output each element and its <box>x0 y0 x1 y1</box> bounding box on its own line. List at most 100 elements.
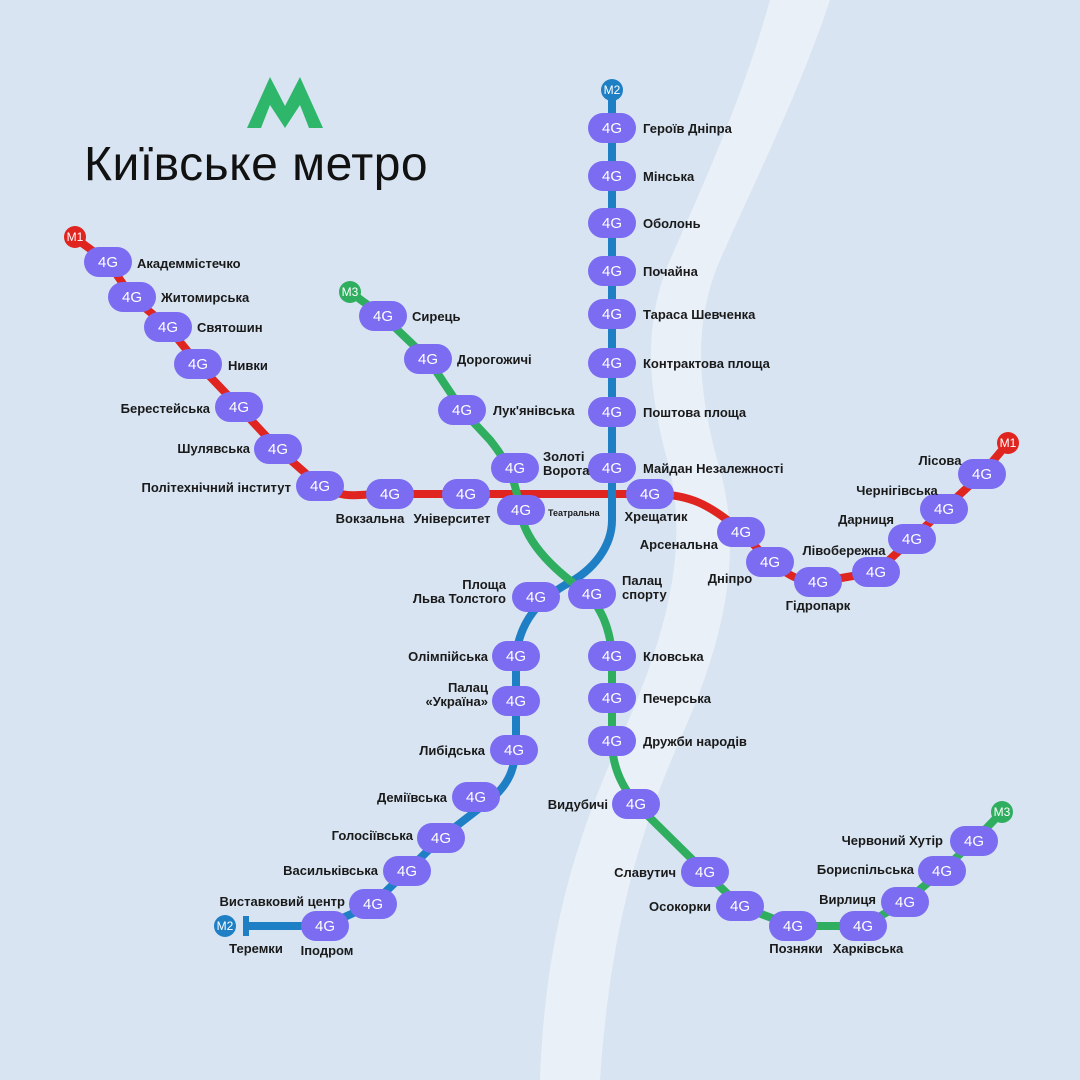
network-badge-label: 4G <box>640 486 660 503</box>
network-badge-label: 4G <box>602 690 622 707</box>
station-label: Дарниця <box>838 512 894 527</box>
station-label: Виставковий центр <box>220 894 346 909</box>
line-badge-label: M2 <box>217 919 234 933</box>
network-badge <box>108 282 156 312</box>
station-label: Вирлиця <box>819 892 876 907</box>
station[interactable]: 4G Шулявська <box>177 434 302 464</box>
line-badge-label: M2 <box>604 83 621 97</box>
network-badge <box>497 495 545 525</box>
station-label: Шулявська <box>177 441 250 456</box>
metro-logo-icon <box>247 77 323 128</box>
station[interactable]: 4G Дарниця <box>838 512 936 554</box>
network-badge-label: 4G <box>853 918 873 935</box>
station[interactable]: 4G Голосіївська <box>332 823 465 853</box>
network-badge-label: 4G <box>363 896 383 913</box>
network-badge <box>442 479 490 509</box>
network-badge <box>301 911 349 941</box>
network-badge <box>769 911 817 941</box>
line-badge-circle <box>997 432 1019 454</box>
line-badge-circle <box>991 801 1013 823</box>
network-badge <box>417 823 465 853</box>
network-badge <box>588 299 636 329</box>
network-badge-label: 4G <box>505 460 525 477</box>
network-badge-label: 4G <box>932 863 952 880</box>
network-badge-label: 4G <box>310 478 330 495</box>
network-badge <box>717 517 765 547</box>
network-badge-label: 4G <box>188 356 208 373</box>
network-badge <box>588 256 636 286</box>
network-badge-label: 4G <box>158 319 178 336</box>
network-badge-label: 4G <box>902 531 922 548</box>
station[interactable]: 4G Політехнічний інститут <box>142 471 344 501</box>
network-badge-label: 4G <box>972 466 992 483</box>
network-badge-label: 4G <box>760 554 780 571</box>
network-badge-label: 4G <box>431 830 451 847</box>
network-badge <box>404 344 452 374</box>
station-label: Голосіївська <box>332 828 414 843</box>
network-badge <box>746 547 794 577</box>
station-label: Позняки <box>769 941 823 956</box>
line-badge-label: M1 <box>67 230 84 244</box>
station[interactable]: Теремки <box>229 941 283 956</box>
station-label: Оболонь <box>643 216 701 231</box>
station-label: Політехнічний інститут <box>142 480 291 495</box>
network-badge-label: 4G <box>268 441 288 458</box>
line-badge-label: M3 <box>994 805 1011 819</box>
station[interactable]: 4G Виставковий центр <box>220 889 397 919</box>
network-badge-label: 4G <box>602 263 622 280</box>
network-badge <box>888 524 936 554</box>
station-label: Берестейська <box>121 401 211 416</box>
network-badge <box>174 349 222 379</box>
